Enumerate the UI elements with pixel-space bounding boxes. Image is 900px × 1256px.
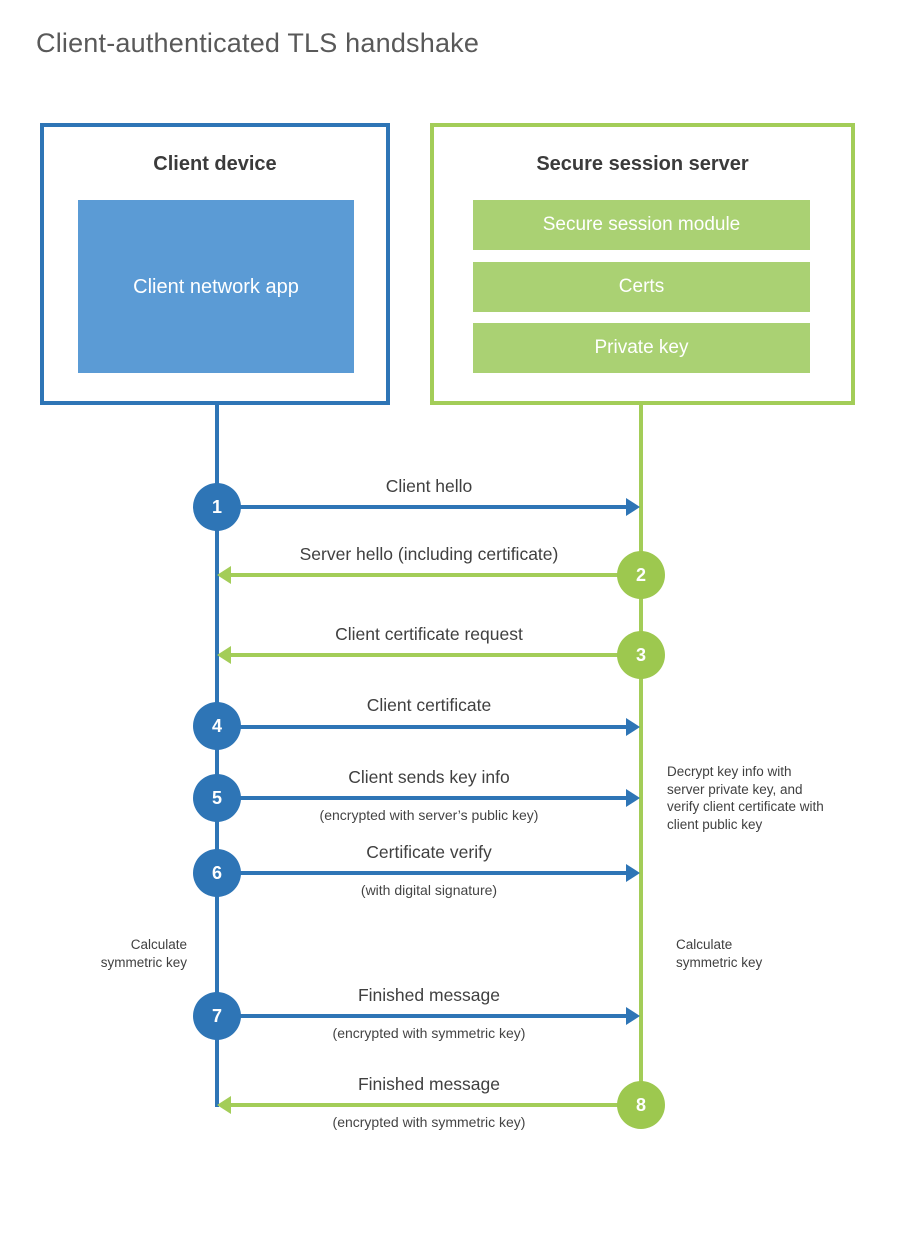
message-sublabel-5: (encrypted with server’s public key) [319,807,539,823]
page-title: Client-authenticated TLS handshake [36,28,480,58]
step-circle-5: 5 [193,774,241,822]
client-calculate-symmetric-key-note: Calculate symmetric key [100,937,187,970]
server-to-client-arrow-2 [217,566,641,584]
server-lifeline [639,405,643,1105]
private-key-bar: Private key [473,323,810,373]
arrowhead-right-icon [626,864,640,882]
message-sublabel-6: (with digital signature) [360,882,498,898]
step-circle-7: 7 [193,992,241,1040]
client-network-app-box: Client network app [78,200,354,373]
client-to-server-arrow-1 [217,498,640,516]
message-label-7: Finished message [357,985,501,1005]
message-sublabel-8: (encrypted with symmetric key) [332,1114,526,1130]
client-to-server-arrow-5 [217,789,640,807]
arrowhead-right-icon [626,498,640,516]
step-circle-6: 6 [193,849,241,897]
message-label-8: Finished message [357,1074,501,1094]
arrowhead-left-icon [217,646,231,664]
message-label-4: Client certificate [366,695,492,715]
server-to-client-arrow-3 [217,646,641,664]
client-network-app-label: Client network app [133,275,299,298]
message-label-1: Client hello [385,476,473,496]
message-sublabel-7: (encrypted with symmetric key) [332,1025,526,1041]
server-to-client-arrow-8 [217,1096,641,1114]
arrowhead-right-icon [626,718,640,736]
certs-bar: Certs [473,262,810,312]
secure-session-server-title: Secure session server [536,153,749,175]
message-label-2: Server hello (including certificate) [299,544,559,564]
client-to-server-arrow-7 [217,1007,640,1025]
client-device-title: Client device [153,153,277,175]
message-label-6: Certificate verify [366,842,492,862]
client-to-server-arrow-4 [217,718,640,736]
server-calculate-symmetric-key-note: Calculate symmetric key [676,937,763,970]
arrowhead-left-icon [217,566,231,584]
arrowhead-left-icon [217,1096,231,1114]
arrowhead-right-icon [626,1007,640,1025]
server-decrypt-note: Decrypt key info with server private key… [667,764,824,832]
client-to-server-arrow-6 [217,864,640,882]
step-circle-1: 1 [193,483,241,531]
arrowhead-right-icon [626,789,640,807]
step-circle-4: 4 [193,702,241,750]
step-circle-8: 8 [617,1081,665,1129]
secure-session-module-bar: Secure session module [473,200,810,250]
step-circle-3: 3 [617,631,665,679]
client-lifeline [215,405,219,1107]
message-label-3: Client certificate request [335,624,523,644]
message-label-5: Client sends key info [348,767,510,787]
step-circle-2: 2 [617,551,665,599]
